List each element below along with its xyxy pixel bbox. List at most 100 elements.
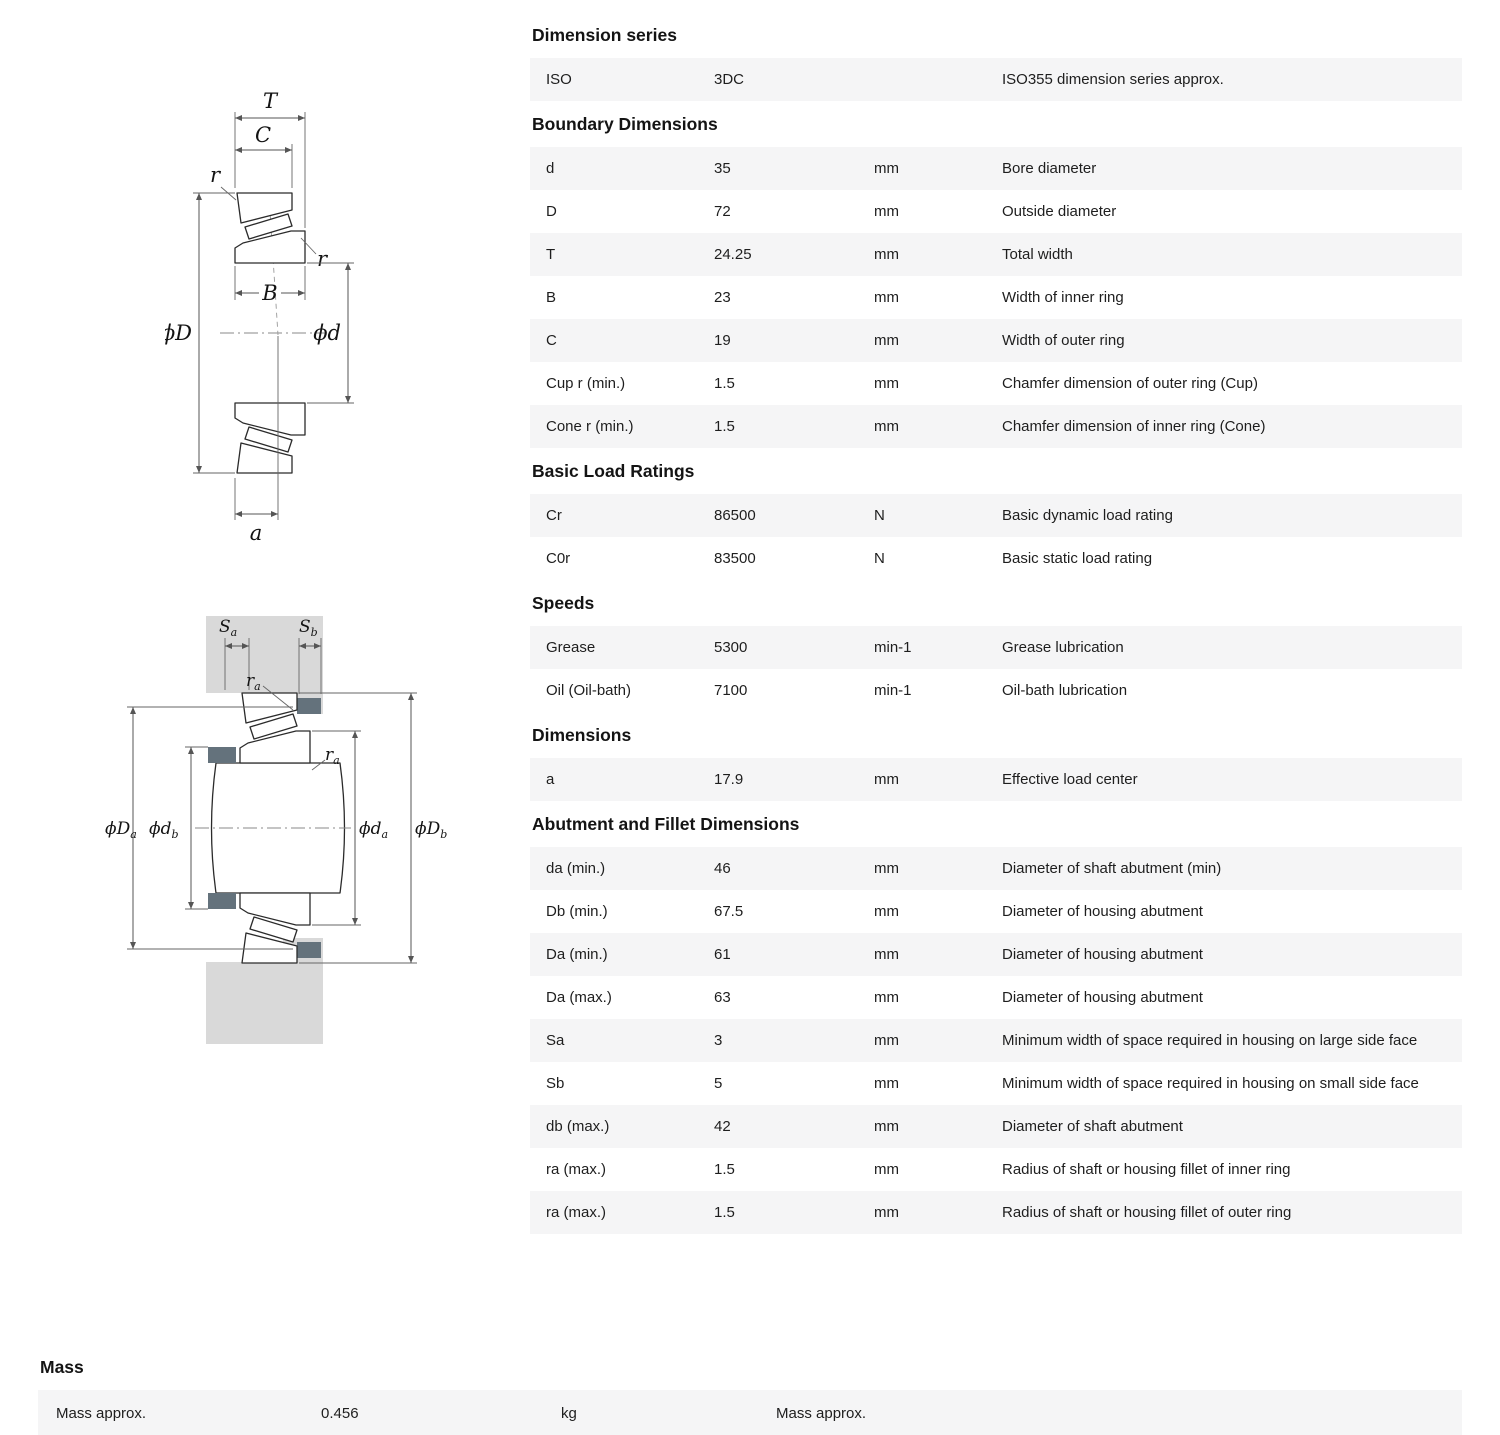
row-value: 3 xyxy=(714,1032,723,1049)
dimension-Sa: Sa xyxy=(219,617,250,690)
row-label: C xyxy=(546,332,557,349)
dimension-phid: ϕd xyxy=(307,262,354,404)
row-value: 1.5 xyxy=(714,375,735,392)
spec-table: Dimension series ISO 3DC ISO355 dimensio… xyxy=(530,12,1462,1234)
row-value: 42 xyxy=(714,1118,731,1135)
row-label: da (min.) xyxy=(546,860,606,877)
row-desc: Diameter of housing abutment xyxy=(1002,902,1203,920)
row-desc: Diameter of housing abutment xyxy=(1002,988,1203,1006)
row-value: 17.9 xyxy=(714,771,744,788)
upper-bearing-half xyxy=(234,192,306,264)
row-unit: mm xyxy=(874,989,899,1006)
row-unit: mm xyxy=(874,160,899,177)
table-row: ra (max.) 1.5 mm Radius of shaft or hous… xyxy=(530,1191,1462,1234)
section-title-abutment-fillet: Abutment and Fillet Dimensions xyxy=(532,814,800,834)
row-unit: mm xyxy=(874,1075,899,1092)
row-unit: min-1 xyxy=(874,639,912,656)
roller xyxy=(249,713,298,740)
table-row: C 19 mm Width of outer ring xyxy=(530,319,1462,362)
row-label: a xyxy=(546,771,555,788)
lower-bearing-half xyxy=(239,892,311,964)
table-row: Grease 5300 min-1 Grease lubrication xyxy=(530,626,1462,669)
row-value: 61 xyxy=(714,946,731,963)
row-label: ra (max.) xyxy=(546,1161,606,1178)
section-title-boundary-dimensions: Boundary Dimensions xyxy=(532,114,718,134)
table-row: d 35 mm Bore diameter xyxy=(530,147,1462,190)
dim-label-T: T xyxy=(263,89,279,113)
row-unit: mm xyxy=(874,418,899,435)
row-value: 63 xyxy=(714,989,731,1006)
row-unit: mm xyxy=(874,1118,899,1135)
row-unit: mm xyxy=(874,332,899,349)
row-desc: Diameter of shaft abutment xyxy=(1002,1117,1183,1135)
row-value: 35 xyxy=(714,160,731,177)
cone-outline xyxy=(234,230,306,264)
housing-block-top xyxy=(206,616,323,714)
table-row: ISO 3DC ISO355 dimension series approx. xyxy=(530,58,1462,101)
row-label: Db (min.) xyxy=(546,903,608,920)
row-label: Sb xyxy=(546,1075,565,1092)
row-desc: Outside diameter xyxy=(1002,202,1117,220)
row-value: 72 xyxy=(714,203,731,220)
row-desc: Effective load center xyxy=(1002,770,1138,788)
dim-label-phidb: ϕdb xyxy=(149,819,179,841)
row-label: Da (max.) xyxy=(546,989,612,1006)
row-label: T xyxy=(546,246,556,263)
table-row: db (max.) 42 mm Diameter of shaft abutme… xyxy=(530,1105,1462,1148)
dimension-phidb: ϕdb xyxy=(149,746,208,910)
dimension-T: T xyxy=(234,89,306,228)
cone-outline xyxy=(234,402,306,436)
row-desc: Chamfer dimension of outer ring (Cup) xyxy=(1002,374,1258,392)
dim-label-a: a xyxy=(250,521,263,545)
roller xyxy=(244,426,293,453)
section-title-mass: Mass xyxy=(40,1357,84,1377)
housing-block-bottom xyxy=(206,938,323,1044)
row-value: 5300 xyxy=(714,639,748,656)
table-row: Mass approx. 0.456 kg Mass approx. xyxy=(38,1390,1462,1435)
row-label: Cup r (min.) xyxy=(546,375,626,392)
row-value: 83500 xyxy=(714,550,756,567)
cone-outline xyxy=(239,892,311,926)
row-desc: Grease lubrication xyxy=(1002,638,1124,656)
row-label: d xyxy=(546,160,555,177)
row-label: Grease xyxy=(546,639,596,656)
row-unit: mm xyxy=(874,1161,899,1178)
table-row: Sa 3 mm Minimum width of space required … xyxy=(530,1019,1462,1062)
upper-bearing-half xyxy=(239,692,311,764)
dim-label-B: B xyxy=(261,281,277,305)
row-label: Mass approx. xyxy=(56,1404,147,1422)
table-row: Cup r (min.) 1.5 mm Chamfer dimension of… xyxy=(530,362,1462,405)
row-desc: Total width xyxy=(1002,245,1073,263)
row-desc: Diameter of shaft abutment (min) xyxy=(1002,859,1222,877)
row-value: 67.5 xyxy=(714,903,744,920)
row-desc: Minimum width of space required in housi… xyxy=(1002,1074,1419,1092)
row-unit: N xyxy=(874,507,885,524)
row-value: 1.5 xyxy=(714,418,735,435)
dim-label-ra-housing: ra xyxy=(246,671,261,693)
dim-label-phiDa: ϕDa xyxy=(105,819,137,841)
row-value: 5 xyxy=(714,1075,723,1092)
row-unit: mm xyxy=(874,946,899,963)
row-unit: mm xyxy=(874,1204,899,1221)
row-desc: Width of outer ring xyxy=(1002,331,1125,349)
row-unit: mm xyxy=(874,246,899,263)
row-unit: min-1 xyxy=(874,682,912,699)
dim-label-phida: ϕda xyxy=(359,819,388,841)
dim-label-C: C xyxy=(255,123,271,147)
cup-outline xyxy=(236,192,293,224)
mass-section: Mass Mass approx. 0.456 kg Mass approx. xyxy=(38,1344,1462,1435)
row-value: 1.5 xyxy=(714,1161,735,1178)
lower-bearing-half xyxy=(234,402,306,474)
table-row: da (min.) 46 mm Diameter of shaft abutme… xyxy=(530,847,1462,890)
housing-shoulder-top xyxy=(297,698,321,714)
dimension-phiDa: ϕDa xyxy=(105,706,293,950)
row-value: 1.5 xyxy=(714,1204,735,1221)
cup-outline xyxy=(241,692,298,724)
row-value: 86500 xyxy=(714,507,756,524)
row-label: Cr xyxy=(546,507,562,524)
dimension-ra-housing: ra xyxy=(246,671,294,711)
table-row: Da (min.) 61 mm Diameter of housing abut… xyxy=(530,933,1462,976)
dim-label-Sb: Sb xyxy=(299,617,318,639)
row-label: ISO xyxy=(546,71,572,88)
row-label: db (max.) xyxy=(546,1118,610,1135)
